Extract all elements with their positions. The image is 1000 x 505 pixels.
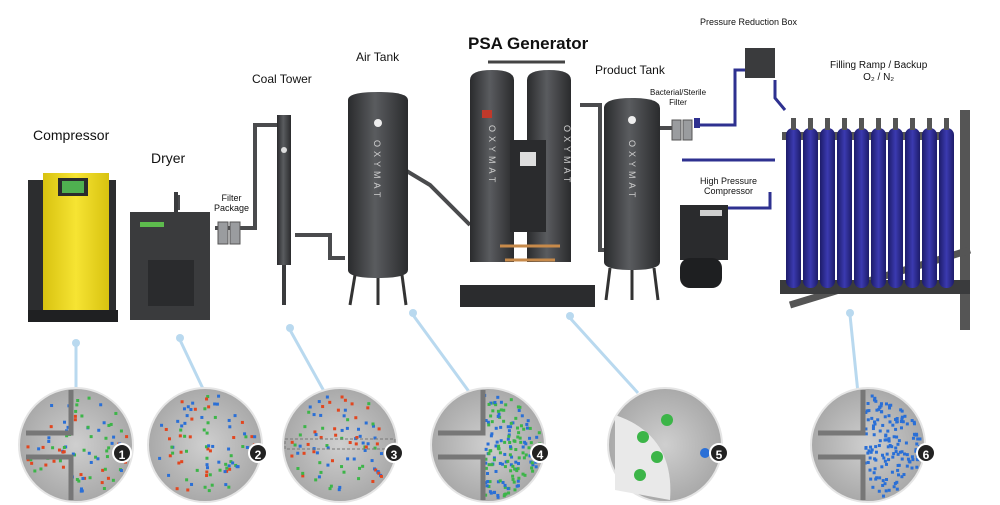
step-badge-3: 3 (384, 443, 404, 463)
dryer-unit (130, 192, 210, 320)
psa-generator (460, 60, 595, 307)
magnifier-circle-2 (147, 387, 263, 503)
coal-tower-label: Coal Tower (252, 72, 312, 86)
filter-package-label-line2: Package (214, 203, 250, 213)
bacterial-filter-label-line2: Filter (669, 98, 687, 107)
compressor-label: Compressor (33, 127, 110, 143)
pressure-reduction-box (745, 48, 775, 78)
bacterial-filter-label: Bacterial/Sterile Filter (650, 88, 706, 108)
product-tank-brand: OXYMAT (627, 140, 637, 202)
filling-ramp-label-line2: O₂ / N₂ (863, 72, 895, 83)
compressor-unit (28, 173, 118, 322)
high-pressure-label-line2: Compressor (704, 186, 754, 196)
magnifier-circle-1 (18, 387, 134, 503)
psa-right-brand: OXYMAT (562, 125, 572, 187)
air-tank-label: Air Tank (356, 50, 400, 64)
magnifier-circles (18, 387, 926, 503)
step-badge-5: 5 (709, 443, 729, 463)
psa-left-brand: OXYMAT (487, 125, 497, 187)
air-tank-brand: OXYMAT (372, 140, 382, 202)
gas-cylinder (871, 118, 886, 288)
callout-dot-2 (176, 334, 184, 342)
filling-ramp-label-line1: Filling Ramp / Backup (830, 60, 928, 71)
high-pressure-compressor (680, 205, 728, 288)
pipe-network (176, 103, 672, 260)
step-badge-4: 4 (530, 443, 550, 463)
gas-cylinder (820, 118, 835, 288)
gas-cylinder (888, 118, 903, 288)
filling-ramp-label: Filling Ramp / Backup O₂ / N₂ (830, 60, 927, 84)
filter-package-label: Filter Package (214, 193, 249, 213)
air-tank (348, 92, 408, 306)
filter-package-label-line1: Filter (221, 193, 242, 203)
dryer-label: Dryer (151, 150, 186, 166)
magnifier-circle-5 (607, 387, 723, 503)
callout-dot-5 (566, 312, 574, 320)
gas-cylinder (786, 118, 801, 288)
magnifier-circle-3 (282, 387, 398, 503)
gas-cylinder (854, 118, 869, 288)
filling-ramp (780, 110, 972, 330)
pressure-reduction-box-label: Pressure Reduction Box (700, 17, 798, 27)
blue-pipes (682, 68, 787, 210)
high-pressure-label-line1: High Pressure (700, 176, 758, 186)
callout-dot-4 (409, 309, 417, 317)
callout-dot-6 (846, 309, 854, 317)
bacterial-filter (671, 118, 700, 141)
gas-cylinder (922, 118, 937, 288)
gas-cylinder (905, 118, 920, 288)
high-pressure-compressor-label: High Pressure Compressor (700, 176, 757, 196)
magnifier-circle-6 (810, 387, 926, 503)
psa-generator-label: PSA Generator (468, 34, 589, 53)
callout-dot-1 (72, 339, 80, 347)
bacterial-filter-label-line1: Bacterial/Sterile (650, 88, 707, 97)
product-tank-label: Product Tank (595, 63, 665, 77)
filter-package (217, 221, 241, 245)
product-tank (604, 98, 660, 301)
step-badge-6: 6 (916, 443, 936, 463)
gas-cylinders (786, 118, 954, 288)
gas-cylinder (939, 118, 954, 288)
step-badge-1: 1 (112, 443, 132, 463)
magnifier-circle-4 (430, 387, 546, 503)
gas-cylinder (803, 118, 818, 288)
coal-tower (277, 115, 291, 305)
callout-lines (74, 314, 860, 395)
step-badge-2: 2 (248, 443, 268, 463)
callout-dot-3 (286, 324, 294, 332)
gas-cylinder (837, 118, 852, 288)
